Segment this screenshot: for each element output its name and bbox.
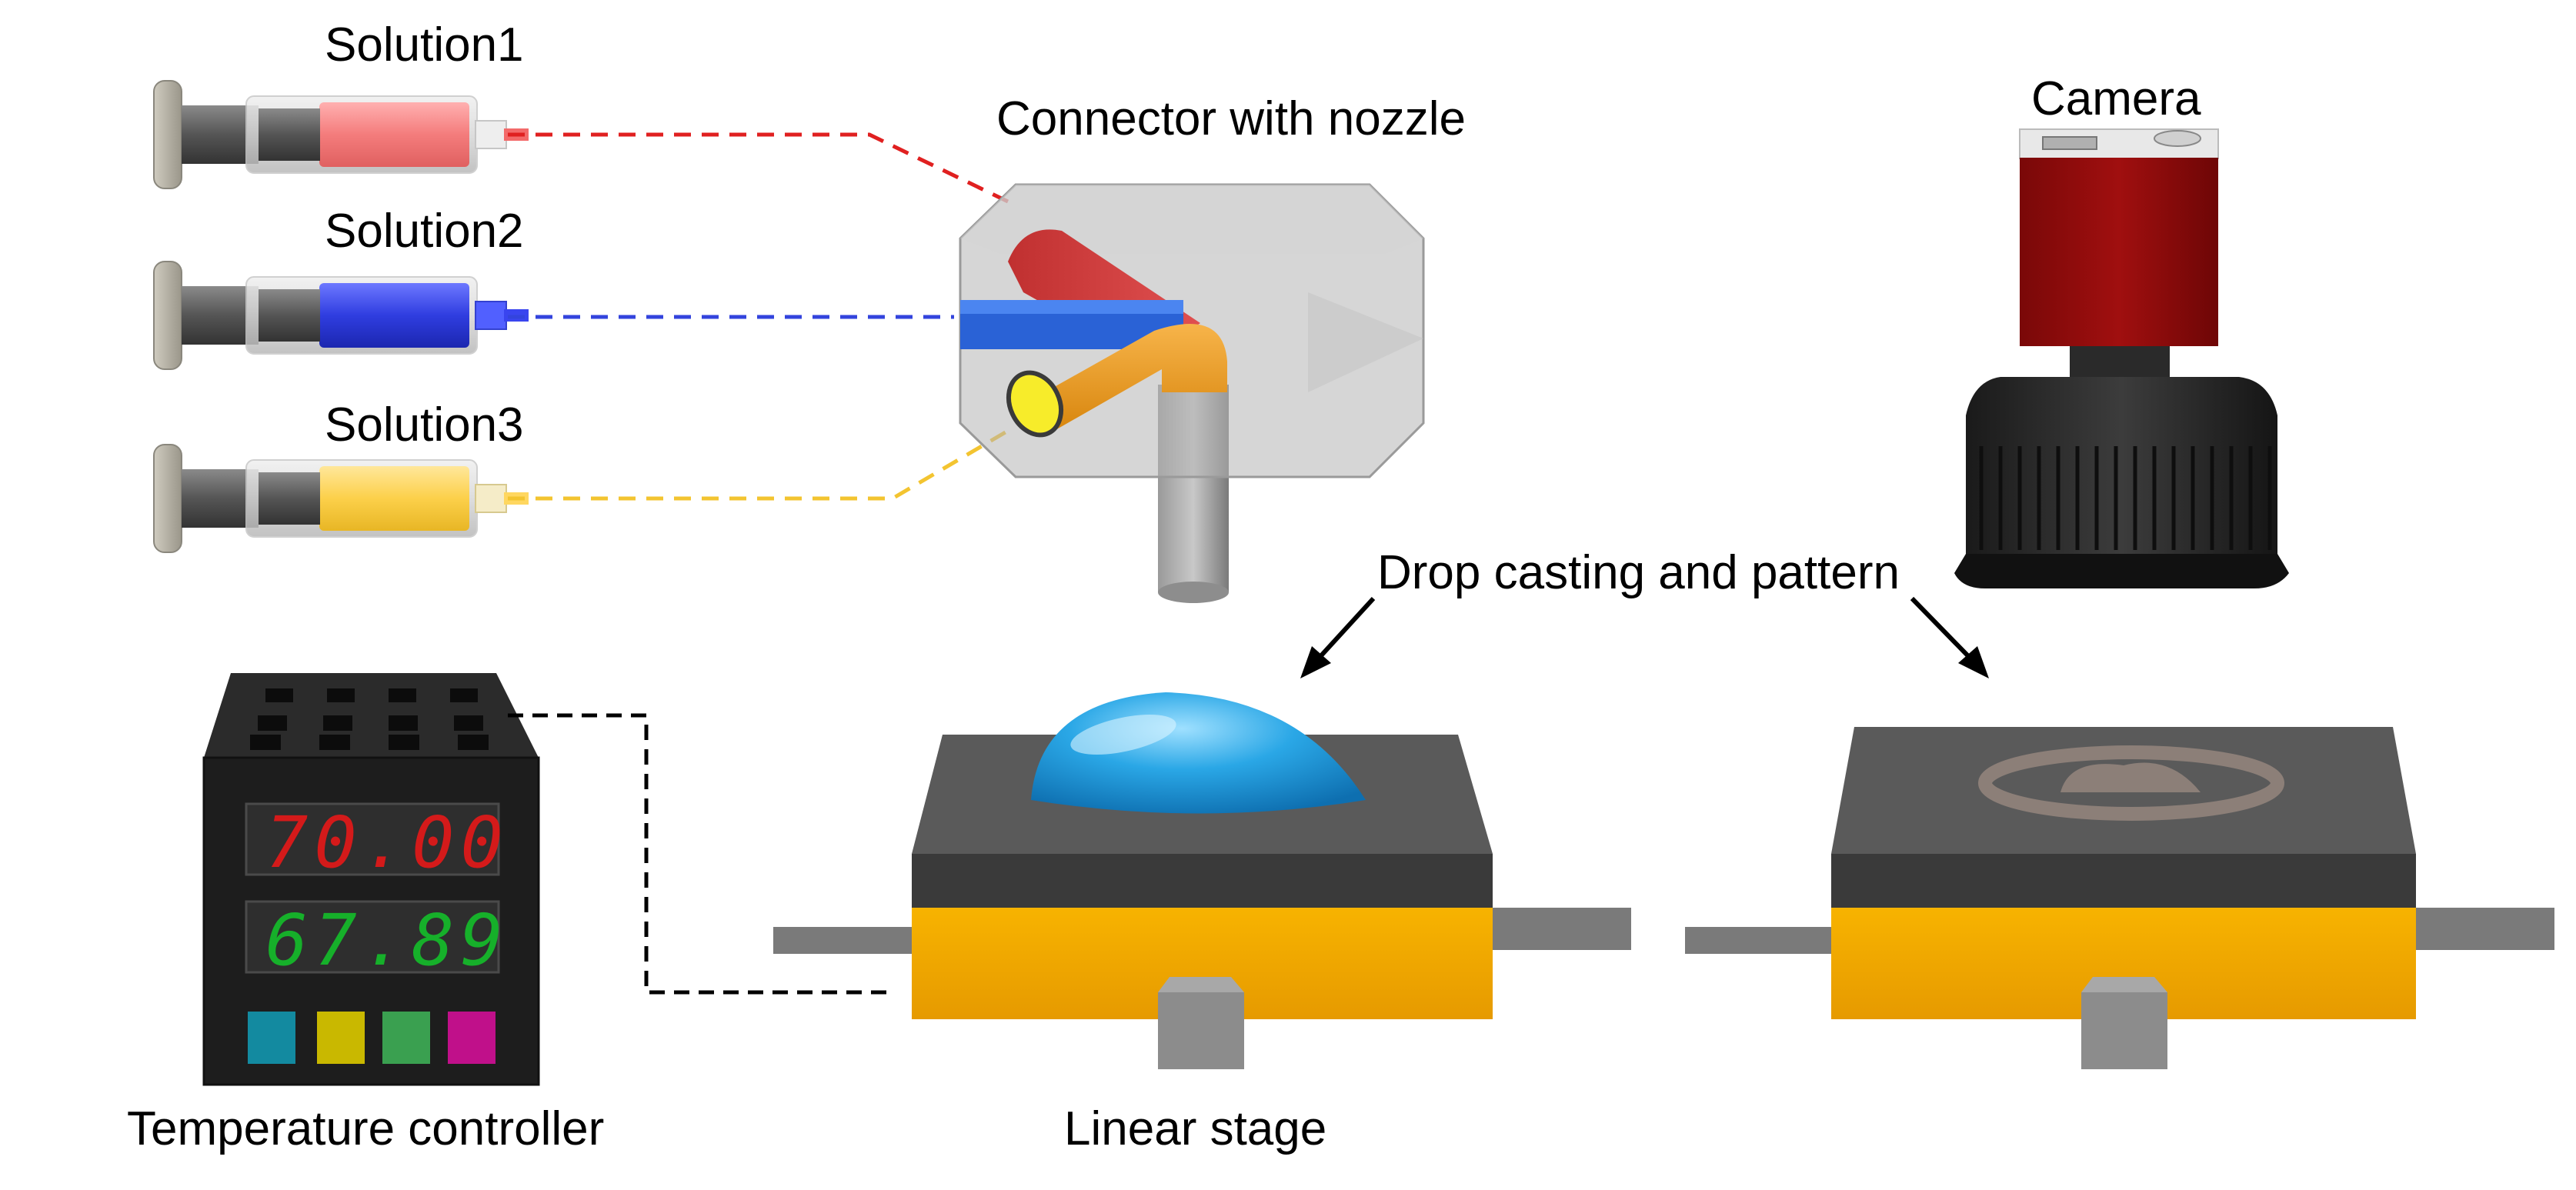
label-camera: Camera [2031,72,2201,125]
temperature-controller-icon [202,673,540,1086]
label-solution2: Solution2 [325,205,524,258]
label-solution3: Solution3 [325,398,524,452]
controller-display-actual: 67.89 [265,899,509,982]
feed-lines [508,132,1009,501]
label-linear-stage: Linear stage [1064,1102,1327,1155]
droplet-icon [1031,692,1366,814]
label-connector: Connector with nozzle [996,92,1466,145]
drop-casting-arrows [1300,596,1989,678]
linear-stage-patterned-icon [1685,727,2554,1069]
feed-line-solution1 [508,132,1009,204]
syringe-1-icon [153,80,529,189]
label-drop-casting: Drop casting and pattern [1377,546,1900,599]
camera-icon [1954,128,2289,588]
syringe-2-icon [153,261,529,370]
connector-nozzle-icon [959,183,1425,603]
label-solution1: Solution1 [325,18,524,72]
label-temperature-controller: Temperature controller [127,1102,605,1155]
feed-line-solution3 [508,428,1009,501]
syringe-3-icon [153,444,529,553]
controller-stage-link [508,713,893,995]
controller-display-set: 70.00 [265,802,509,884]
